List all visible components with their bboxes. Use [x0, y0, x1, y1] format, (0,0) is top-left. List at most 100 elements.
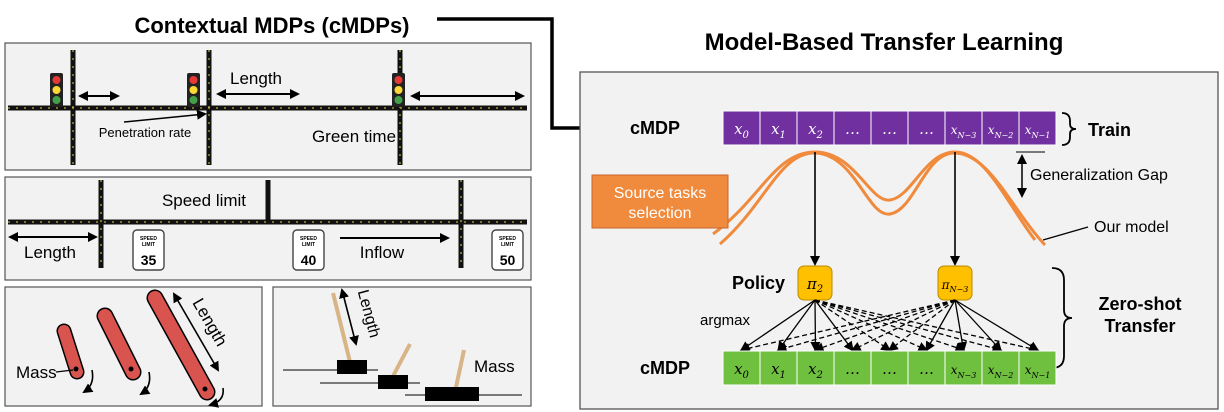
cmdp-bottom-label: cMDP: [640, 358, 690, 378]
transfer-link-dashed: [814, 299, 1040, 354]
svg-text:SPEED: SPEED: [499, 236, 516, 242]
train-cell-label: x2: [808, 120, 823, 141]
transfer-link-solid: [954, 299, 968, 352]
policy-label: Policy: [732, 273, 785, 293]
zero-shot-label-2: Transfer: [1104, 316, 1175, 336]
length-arrow: [172, 292, 220, 372]
train-cell-label: …: [882, 120, 897, 138]
speed-limit-sign-icon: SPEED LIMIT 35: [132, 229, 165, 271]
target-cell-label: …: [882, 360, 897, 378]
train-cell: [1018, 110, 1057, 146]
target-cell: [1018, 350, 1057, 386]
highway-length-label: Length: [24, 243, 76, 262]
cartpole-panel: Length Mass: [272, 286, 532, 407]
speed-limit-sign-icon: SPEED LIMIT 40: [292, 229, 325, 271]
policy-node: πN−3: [937, 265, 973, 301]
target-cell-label: …: [845, 360, 860, 378]
target-cell-label: xN−3: [951, 363, 977, 380]
transfer-link-dashed: [776, 299, 956, 353]
train-cell: [722, 110, 761, 146]
highway-panel: Speed limit Length Inflow SPEED LIMIT 35…: [4, 176, 532, 281]
pendulum-mass-label: Mass: [16, 363, 57, 382]
traffic-signal-panel: Length Penetration rate Green time: [4, 42, 532, 171]
source-tasks-label-1: Source tasks: [614, 185, 706, 202]
transfer-link-solid: [925, 299, 956, 352]
speed-sign-value: 50: [500, 252, 516, 268]
train-cell: [907, 110, 946, 146]
transfer-link-solid: [810, 299, 821, 352]
train-cell-label: xN−2: [988, 123, 1014, 140]
zero-shot-brace: [1051, 267, 1073, 369]
cmdp-train-row: x0 x1 x2 … … … xN−3 xN−2 xN−1: [722, 110, 1057, 146]
target-cell: [796, 350, 835, 386]
green-time-label: Green time: [312, 127, 396, 146]
target-cell-label: …: [919, 360, 934, 378]
traffic-light-icon: [50, 73, 63, 107]
pendulum-panel: Length Mass: [4, 286, 263, 408]
left-title: Contextual MDPs (cMDPs): [134, 13, 409, 38]
inflow-label: Inflow: [360, 243, 405, 262]
traffic-light-icon: [187, 73, 200, 107]
penetration-rate-label: Penetration rate: [99, 125, 192, 140]
svg-text:SPEED: SPEED: [140, 236, 157, 242]
transfer-link-solid: [954, 299, 1002, 352]
target-cell: [870, 350, 909, 386]
speed-limit-label: Speed limit: [162, 191, 246, 210]
transfer-link-dashed: [813, 299, 956, 353]
svg-text:SPEED: SPEED: [300, 236, 317, 242]
svg-text:LIMIT: LIMIT: [501, 242, 514, 248]
transfer-link-solid: [954, 299, 1040, 352]
target-cell: [907, 350, 946, 386]
zero-shot-transfer-links: [739, 299, 1040, 354]
generalization-gap-label: Generalization Gap: [1030, 167, 1168, 184]
train-cell-label: xN−3: [951, 123, 977, 140]
transfer-link-dashed: [814, 299, 1003, 353]
target-cell-label: x1: [771, 360, 786, 381]
transfer-link-dashed: [739, 299, 956, 354]
argmax-label: argmax: [700, 312, 751, 329]
target-cell: [722, 350, 761, 386]
train-cell: [796, 110, 835, 146]
target-cell-label: xN−1: [1025, 363, 1051, 380]
transfer-link-dashed: [814, 299, 966, 353]
svg-text:π2: π2: [806, 275, 823, 295]
our-model-label: Our model: [1094, 219, 1169, 236]
svg-text:πN−3: πN−3: [941, 278, 969, 294]
target-cell-label: x2: [808, 360, 823, 381]
cmdp-top-label: cMDP: [630, 118, 680, 138]
train-label: Train: [1088, 120, 1131, 140]
train-brace: [1061, 112, 1077, 146]
source-tasks-box: Source tasks selection: [591, 174, 729, 229]
train-cell-label: x1: [771, 120, 786, 141]
cartpole-mass-label: Mass: [474, 357, 515, 376]
train-cell-label: …: [845, 120, 860, 138]
source-tasks-label-2: selection: [628, 205, 691, 222]
target-cell: [759, 350, 798, 386]
train-cell: [944, 110, 983, 146]
speed-limit-sign-icon: SPEED LIMIT 50: [491, 229, 524, 271]
svg-text:LIMIT: LIMIT: [142, 242, 155, 248]
cmdp-target-row: x0 x1 x2 … … … xN−3 xN−2 xN−1: [722, 350, 1057, 386]
policy-node: π2: [797, 265, 833, 301]
right-title: Model-Based Transfer Learning: [705, 29, 1064, 56]
train-cell: [981, 110, 1020, 146]
train-cell-label: x0: [734, 120, 749, 141]
svg-text:LIMIT: LIMIT: [302, 242, 315, 248]
transfer-link-solid: [777, 299, 816, 352]
transfer-link-dashed: [887, 299, 956, 352]
length-label: Length: [230, 69, 282, 88]
target-cell-label: xN−2: [988, 363, 1014, 380]
transfer-link-solid: [814, 299, 854, 352]
traffic-light-icon: [392, 73, 405, 107]
train-cell-label: xN−1: [1025, 123, 1051, 140]
transfer-link-solid: [739, 299, 816, 352]
train-cell-label: …: [919, 120, 934, 138]
train-cell: [870, 110, 909, 146]
transfer-link-dashed: [850, 299, 956, 351]
model-curve: [719, 151, 1047, 247]
target-cell-label: x0: [734, 360, 749, 381]
speed-sign-value: 35: [141, 252, 157, 268]
transfer-link-dashed: [814, 299, 929, 352]
penetration-rate-arrow: [123, 109, 207, 123]
length-arrow: [339, 288, 359, 346]
